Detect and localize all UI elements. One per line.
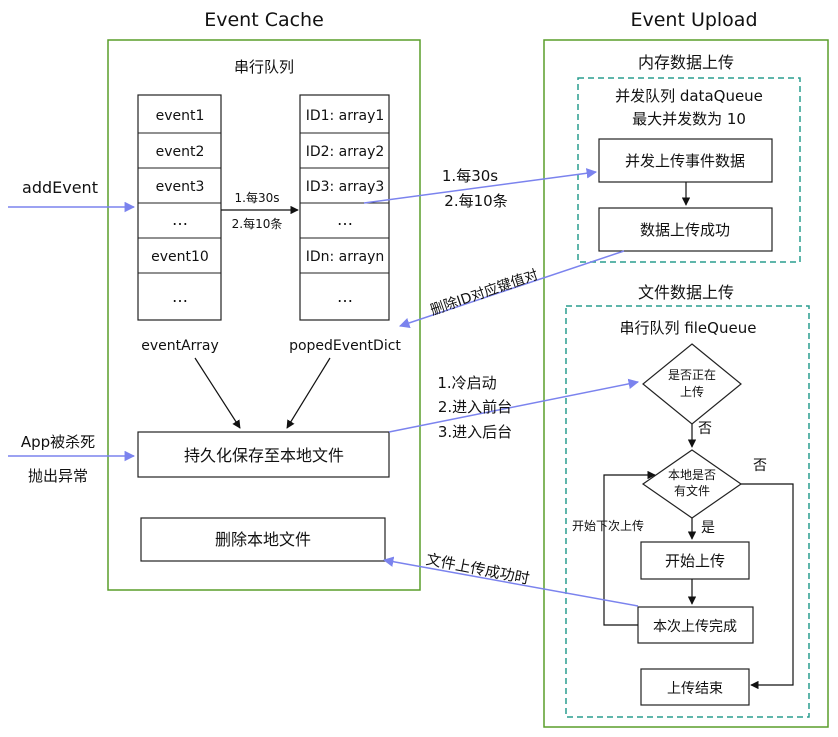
- file-queue-label: 串行队列 fileQueue: [620, 319, 757, 337]
- file-trigger-2: 2.进入前台: [438, 398, 512, 416]
- data-queue-label: 并发队列 dataQueue: [615, 87, 763, 105]
- file-success-label: 文件上传成功时: [425, 550, 532, 588]
- decision1-no-label: 否: [698, 421, 712, 437]
- upload-trigger-1: 1.每30s: [442, 167, 498, 185]
- poped-dict-cell: ID1: array1: [306, 108, 385, 124]
- decision1-line1: 是否正在: [668, 368, 716, 382]
- upload-trigger-2: 2.每10条: [444, 192, 507, 210]
- upload-success-label: 数据上传成功: [640, 221, 730, 239]
- file-trigger-1: 1.冷启动: [437, 374, 496, 392]
- dict-to-persist-arrow: [286, 357, 331, 429]
- cache-serial-queue-label: 串行队列: [234, 58, 294, 76]
- success-to-dict-arrow: [399, 250, 625, 328]
- dict-to-upload-arrow: [363, 168, 598, 204]
- start-upload-box: [640, 541, 750, 580]
- done-to-delete-arrow: [382, 556, 639, 607]
- poped-dict-cell: …: [337, 210, 353, 229]
- app-killed-label: App被杀死: [21, 433, 95, 451]
- loop-label: 开始下次上传: [572, 518, 644, 533]
- start-upload-label: 开始上传: [665, 552, 725, 570]
- pop-rule-1: 1.每30s: [235, 190, 280, 205]
- decision2-line2: 有文件: [674, 483, 710, 498]
- file-upload-title: 文件数据上传: [638, 283, 734, 302]
- add-event-label: addEvent: [22, 178, 98, 197]
- upload-done-label: 本次上传完成: [653, 619, 737, 635]
- event-array-column: event1 event2 event3 … event10 …: [137, 94, 222, 321]
- decision2-no-path: [741, 483, 794, 690]
- concurrent-upload-box: [598, 138, 773, 183]
- event-array-cell: …: [172, 210, 188, 229]
- poped-dict-cell: IDn: arrayn: [306, 249, 385, 265]
- persist-to-file-upload-arrow: [388, 378, 640, 433]
- memory-upload-title: 内存数据上传: [638, 53, 734, 72]
- event-array-cell: event1: [156, 108, 205, 124]
- event-array-cell: …: [172, 287, 188, 306]
- is-uploading-decision: [642, 343, 742, 425]
- poped-event-dict-column: ID1: array1 ID2: array2 ID3: array3 … ID…: [299, 94, 390, 321]
- decision2-yes-label: 是: [701, 520, 715, 536]
- upload-end-label: 上传结束: [667, 681, 723, 697]
- poped-dict-cell: …: [337, 287, 353, 306]
- max-concurrency-label: 最大并发数为 10: [632, 110, 746, 128]
- decision2-no-label: 否: [753, 458, 767, 474]
- memory-upload-group: [577, 77, 801, 263]
- delete-pair-label: 删除ID对应键值对: [428, 266, 540, 319]
- event-array-cell: event3: [156, 179, 205, 195]
- poped-dict-cell: ID2: array2: [306, 144, 385, 160]
- event-cache-title: Event Cache: [204, 9, 324, 31]
- loop-back-path: [603, 470, 656, 626]
- event-array-label: eventArray: [141, 338, 219, 354]
- decision2-line1: 本地是否: [668, 468, 716, 482]
- poped-event-dict-label: popedEventDict: [289, 338, 401, 354]
- exception-label: 抛出异常: [28, 467, 88, 485]
- persist-to-file-box: [137, 431, 390, 478]
- concurrent-upload-label: 并发上传事件数据: [625, 152, 745, 170]
- delete-local-file-label: 删除本地文件: [215, 530, 311, 549]
- poped-dict-cell: ID3: array3: [306, 179, 385, 195]
- file-trigger-3: 3.进入后台: [438, 423, 512, 441]
- event-upload-title: Event Upload: [630, 9, 757, 31]
- event-array-cell: event10: [151, 249, 209, 265]
- file-upload-group: [565, 305, 810, 718]
- event-cache-container: [107, 39, 421, 591]
- event-upload-container: [543, 39, 829, 728]
- decision1-line2: 上传: [680, 384, 704, 399]
- delete-local-file-box: [140, 517, 386, 562]
- upload-done-box: [637, 606, 754, 644]
- event-array-cell: event2: [156, 144, 205, 160]
- persist-to-file-label: 持久化保存至本地文件: [184, 446, 344, 465]
- event-array-to-persist-arrow: [194, 357, 241, 429]
- upload-success-box: [598, 207, 773, 252]
- pop-rule-2: 2.每10条: [232, 216, 283, 231]
- upload-end-box: [640, 668, 750, 706]
